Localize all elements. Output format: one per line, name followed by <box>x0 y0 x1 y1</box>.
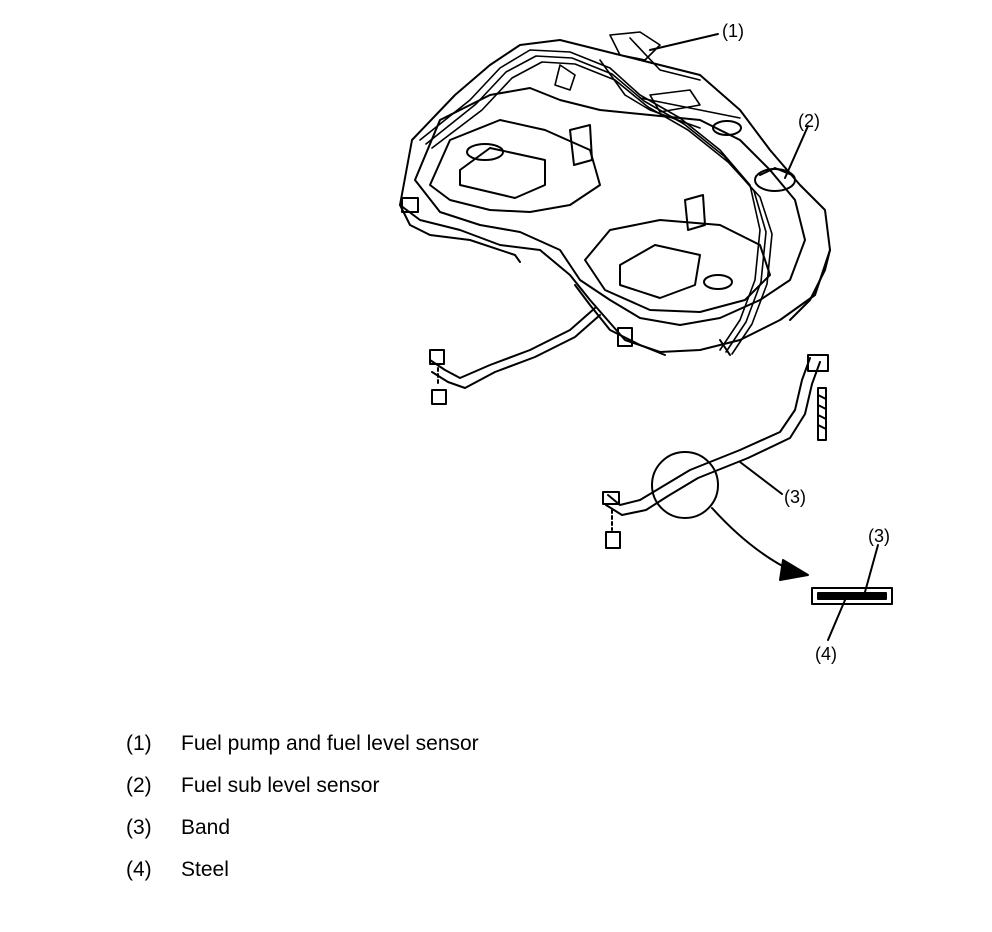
band-right <box>602 354 829 549</box>
detail-arrow <box>711 507 791 571</box>
sub-level-sensor <box>754 167 796 192</box>
legend-label: Fuel sub level sensor <box>181 774 380 797</box>
leader-1 <box>649 33 719 51</box>
fuel-lines <box>419 31 773 355</box>
fuel-tank <box>399 39 831 356</box>
leader-3b <box>864 544 879 593</box>
legend-label: Fuel pump and fuel level sensor <box>181 732 479 755</box>
fuel-tank-diagram: (1) (2) (3) (3) (4) <box>399 21 893 664</box>
leader-3a <box>739 461 783 495</box>
callout-1: (1) <box>722 21 744 41</box>
callout-3a: (3) <box>784 487 806 507</box>
legend-label: Steel <box>181 858 229 881</box>
legend-number: (2) <box>126 774 152 797</box>
leader-4 <box>827 599 846 641</box>
callout-3b: (3) <box>868 526 890 546</box>
legend-number: (1) <box>126 732 152 755</box>
callout-4: (4) <box>815 644 837 664</box>
detail-circle <box>651 451 719 519</box>
leader-2 <box>784 125 809 179</box>
legend-label: Band <box>181 816 231 839</box>
band-left <box>429 307 601 405</box>
legend-number: (4) <box>126 858 152 881</box>
legend-number: (3) <box>126 816 152 839</box>
band-cross-section <box>811 587 893 605</box>
callout-2: (2) <box>798 111 820 131</box>
